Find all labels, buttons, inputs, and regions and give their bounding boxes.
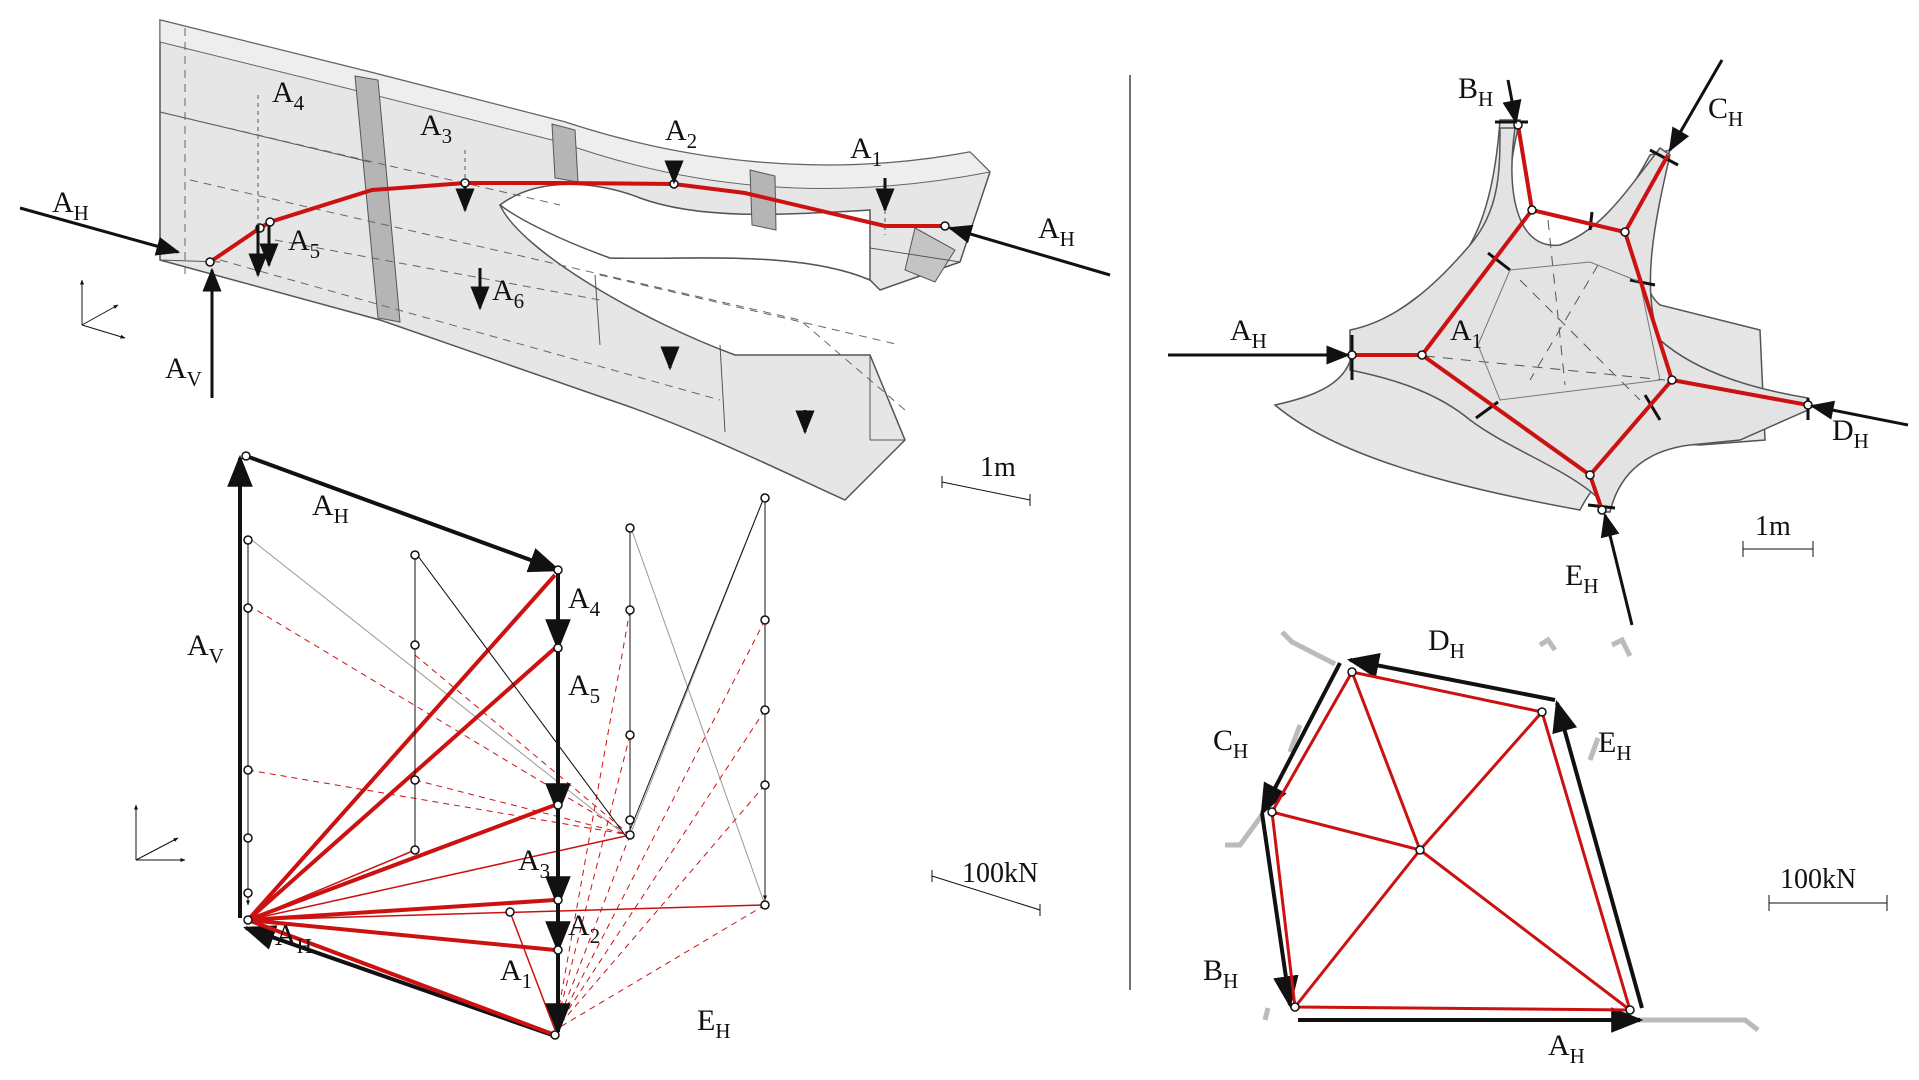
axis-triad-bottom: [134, 804, 186, 862]
label-dh-polygon: DH: [1428, 624, 1465, 663]
label-a4: A4: [272, 76, 305, 115]
force-ah-top-vector: [245, 454, 562, 573]
label-bh-polygon: BH: [1203, 954, 1238, 993]
label-a6: A6: [492, 274, 524, 313]
label-a5: A5: [288, 224, 320, 263]
force-bh-vector: [1260, 812, 1299, 1009]
label-av: AV: [165, 352, 202, 391]
label-ah-polygon: AH: [1548, 1029, 1585, 1068]
plan-force-nodes: [1267, 667, 1635, 1015]
label-ah-right: AH: [1038, 212, 1075, 251]
force-diagram-3d: AH AV A4 A5 A3 A2 A1 AH EH 100kN: [134, 451, 1041, 1043]
plan-force-red-polygon: [1270, 670, 1633, 1012]
label-bh-plan: BH: [1458, 72, 1493, 111]
label-a5-force: A5: [568, 669, 600, 708]
label-ch-plan: CH: [1708, 92, 1743, 131]
label-ah-plan: AH: [1230, 314, 1267, 353]
dashed-red-rays: [247, 604, 766, 1031]
joint-band-3: [749, 169, 777, 231]
length-scale-top: 1m: [941, 452, 1031, 506]
label-ah-left: AH: [52, 186, 89, 225]
label-ah-force-bottom: AH: [275, 919, 312, 958]
force-scale-right: 100kN: [1768, 864, 1888, 911]
block-edges: [159, 111, 961, 441]
load-columns: [246, 494, 767, 906]
label-eh-force-3d: EH: [697, 1004, 731, 1043]
label-a4-force: A4: [568, 582, 601, 621]
force-eh-vector: [1552, 699, 1644, 1009]
force-scale-right-text: 100kN: [1780, 864, 1856, 895]
label-a3: A3: [420, 109, 452, 148]
plan-thrust-polygon: [1419, 207, 1675, 478]
label-ah-force-top: AH: [312, 489, 349, 528]
label-a1: A1: [850, 132, 882, 171]
plan-force-spokes: [1271, 671, 1631, 1012]
plan-hidden-lines: [1424, 219, 1666, 401]
force-nodes-3d: [241, 451, 770, 1040]
dead-load-arrows: [248, 160, 895, 435]
plan-force-polygon: DH CH EH BH AH 100kN: [1203, 624, 1888, 1068]
plan-thrust-spokes: [1352, 124, 1809, 511]
label-a2: A2: [665, 114, 697, 153]
label-eh-polygon: EH: [1598, 726, 1632, 765]
force-scale-left-text: 100kN: [962, 858, 1038, 889]
force-dh-plan: [1809, 400, 1909, 427]
plan-nodes: [1347, 120, 1813, 515]
gray-outline-segments: [1225, 630, 1760, 1032]
force-ch-plan: [1668, 59, 1724, 153]
force-dh-vector: [1346, 652, 1556, 702]
construction-lines: [247, 494, 766, 906]
label-av-force: AV: [187, 629, 224, 668]
length-scale-plan: 1m: [1742, 511, 1814, 557]
force-ah-left: [19, 206, 181, 256]
thick-red-rays: [246, 573, 557, 1037]
force-eh-plan: [1600, 512, 1634, 626]
axis-triad-top: [80, 279, 126, 339]
force-ah-right: [947, 224, 1111, 277]
label-dh-plan: DH: [1832, 414, 1869, 453]
length-scale-top-text: 1m: [980, 452, 1016, 483]
label-ch-polygon: CH: [1213, 724, 1248, 763]
thrust-line-3d: [208, 181, 945, 264]
force-bh-plan: [1502, 79, 1522, 125]
joint-band-2: [551, 123, 579, 183]
force-ah-bottom-vector: [242, 925, 556, 1038]
vault-3d-model: AH AV A4 A5 A3 A6 A2 A1 AH 1m: [19, 19, 1111, 506]
thin-red-fan: [247, 834, 766, 1031]
label-a1-force: A1: [500, 954, 532, 993]
vault-plan-view: AH A1 BH CH DH EH 1m: [1168, 59, 1909, 626]
force-scale-left: 100kN: [931, 858, 1041, 916]
label-a1-plan: A1: [1450, 314, 1482, 353]
length-scale-plan-text: 1m: [1755, 511, 1791, 542]
force-ch-vector: [1260, 662, 1342, 816]
vault-arch-opening: [498, 183, 871, 282]
plan-inner-edges: [1477, 261, 1661, 401]
joint-band-4: [904, 227, 956, 283]
vault-top-face: [159, 19, 992, 189]
hidden-edges: [159, 28, 906, 411]
plan-outline: [1349, 127, 1809, 513]
label-eh-plan: EH: [1565, 559, 1599, 598]
load-locators: [257, 95, 886, 235]
label-a2-force: A2: [568, 909, 600, 948]
label-a3-force: A3: [518, 844, 550, 883]
